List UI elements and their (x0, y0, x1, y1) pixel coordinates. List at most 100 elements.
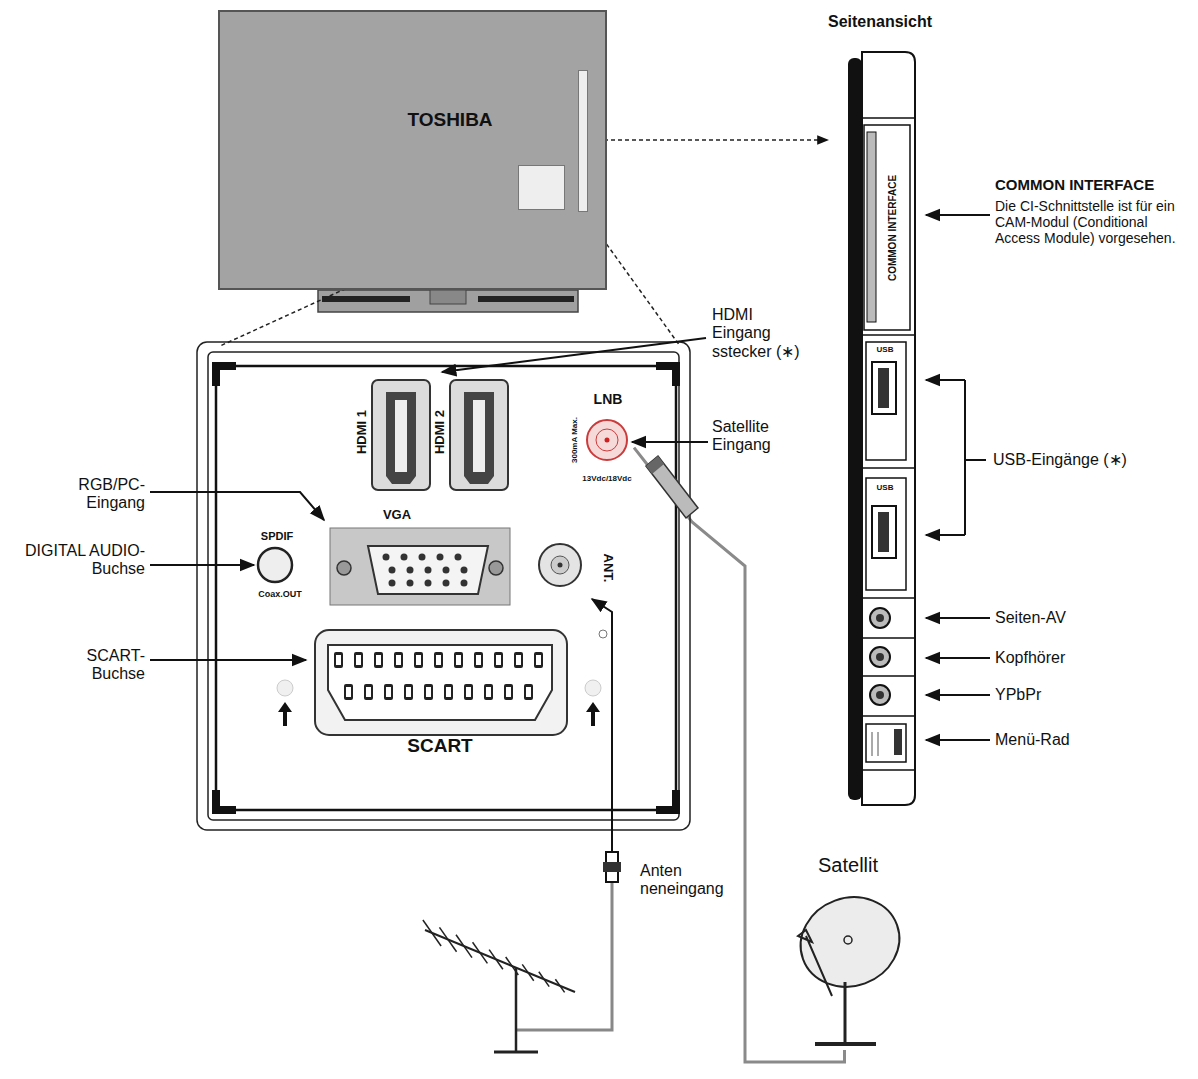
tv-stand (478, 296, 574, 302)
mount-hole (585, 680, 601, 696)
scart-socket (364, 684, 373, 700)
port-label: SCART (407, 735, 472, 757)
scart-socket (434, 652, 443, 668)
yagi-antenna (456, 935, 472, 958)
scart-socket (315, 630, 567, 735)
slot-label: COMMON INTERFACE (887, 175, 899, 281)
satellite-dish-drawing (844, 936, 852, 944)
port-label: VGA (383, 508, 411, 523)
scart-socket (354, 652, 363, 668)
scart-socket (404, 684, 413, 700)
scart-socket (466, 687, 471, 697)
leader-line (150, 492, 324, 520)
scart-socket (476, 655, 481, 665)
side-highlight (578, 70, 588, 212)
hdmi-port (473, 400, 485, 472)
tv-stand (322, 296, 410, 302)
scart-socket (504, 684, 513, 700)
side-view (862, 118, 914, 770)
yagi-antenna (489, 950, 503, 970)
mount-hole (278, 702, 600, 726)
scart-socket (356, 655, 361, 665)
back-panel (216, 366, 676, 810)
scart-socket (328, 645, 552, 720)
antenna-cable (603, 862, 621, 872)
scart-socket (506, 687, 511, 697)
vga-port (383, 554, 468, 587)
vga-port (368, 546, 488, 594)
side-view (878, 512, 889, 552)
yagi-antenna (423, 920, 575, 1052)
scart-socket (396, 655, 401, 665)
callout-label: HDMI Eingang sstecker (∗) (712, 306, 812, 361)
vga-port (437, 554, 444, 561)
antenna-cable (516, 880, 612, 1030)
scart-socket (334, 652, 343, 668)
vga-port (455, 554, 462, 561)
tv-stand (318, 290, 578, 312)
side-view (876, 653, 884, 661)
scart-socket (346, 687, 351, 697)
yagi-antenna (515, 968, 518, 1052)
callout-label: RGB/PC-Eingang (55, 476, 145, 513)
vga-port (389, 580, 396, 587)
side-view (848, 52, 915, 805)
leader-line (926, 617, 990, 619)
tv-front: TOSHIBA (218, 10, 607, 290)
spdif-jack (258, 548, 292, 582)
callout-title: COMMON INTERFACE (995, 176, 1154, 193)
scart-socket (336, 655, 341, 665)
vga-port (337, 561, 351, 575)
hdmi-port (450, 380, 508, 490)
port-label: HDMI 1 (355, 410, 370, 454)
vga-port (401, 554, 408, 561)
side-view (894, 729, 902, 755)
scart-socket (484, 684, 493, 700)
side-view (872, 362, 896, 414)
scart-socket (524, 684, 533, 700)
scart-socket (496, 655, 501, 665)
back-panel (197, 342, 690, 830)
scart-socket (344, 684, 353, 700)
tv-stand (318, 290, 578, 312)
vga-port (419, 554, 426, 561)
leader-line (926, 657, 990, 659)
side-view (870, 685, 890, 705)
side-view (867, 132, 876, 322)
callout-label: Kopfhörer (995, 649, 1065, 667)
port-label: ANT. (601, 554, 616, 583)
callout-label: Menü-Rad (995, 731, 1070, 749)
side-view (866, 342, 906, 460)
vga-port (330, 528, 510, 605)
vga-port (425, 567, 432, 574)
hdmi-port (386, 392, 416, 484)
side-view (876, 614, 884, 622)
vga-port (461, 567, 468, 574)
side-view (872, 506, 896, 558)
yagi-antenna (439, 927, 456, 951)
side-view (872, 732, 878, 756)
scart-socket (394, 652, 403, 668)
scart-socket (374, 652, 383, 668)
side-view (848, 58, 862, 800)
vga-port (461, 580, 468, 587)
scart-socket (456, 655, 461, 665)
leader-line (926, 380, 986, 535)
lnb-input: LNB (582, 390, 634, 462)
scart-socket (526, 687, 531, 697)
callout-label: Anten neneingang (640, 862, 732, 899)
satellite-dish-drawing (798, 930, 832, 996)
port-label: Coax.OUT (258, 589, 302, 599)
side-view (870, 647, 890, 667)
antenna-socket (539, 544, 581, 586)
scart-socket (536, 655, 541, 665)
vga-port (383, 554, 390, 561)
hdmi-port (395, 400, 407, 472)
vga-port (330, 528, 510, 605)
scart-socket (366, 687, 371, 697)
vga-port (407, 567, 414, 574)
yagi-antenna (555, 979, 564, 992)
view-title: Seitenansicht (828, 13, 932, 31)
vga-port (389, 567, 396, 574)
scart-socket (486, 687, 491, 697)
